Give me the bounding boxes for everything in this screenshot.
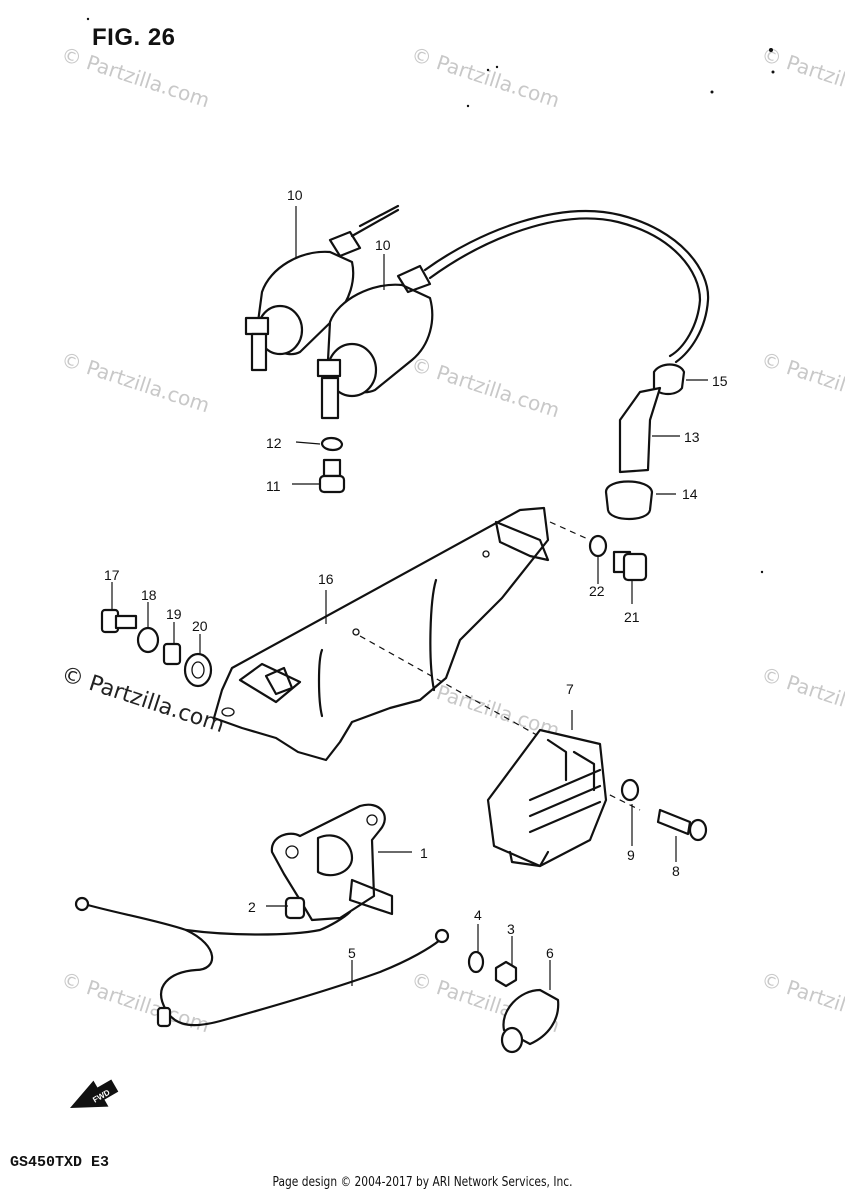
- callout-21: 21: [624, 609, 640, 625]
- watermark: © Partzilla.com: [58, 967, 212, 1038]
- mount-line: [599, 789, 641, 811]
- watermark: © Partzilla.com: [408, 352, 562, 423]
- callout-20: 20: [192, 618, 208, 634]
- starter-relay: [270, 803, 394, 922]
- watermark: © Partzilla.com: [408, 42, 562, 113]
- callout-13: 13: [684, 429, 700, 445]
- callout-22: 22: [589, 583, 605, 599]
- callout-12: 12: [266, 435, 282, 451]
- model-code: GS450TXD E3: [10, 1154, 110, 1171]
- callout-8: 8: [672, 863, 680, 879]
- watermark: © Partzilla.com: [758, 347, 845, 418]
- relay-bolt: [284, 896, 306, 920]
- callout-1: 1: [420, 845, 428, 861]
- callout-2: 2: [248, 899, 256, 915]
- callout-5: 5: [348, 945, 356, 961]
- regulator-rectifier: [486, 728, 608, 868]
- bracket-mount-hardware: [100, 608, 213, 688]
- callout-7: 7: [566, 681, 574, 697]
- callout-11: 11: [266, 478, 281, 494]
- callout-15: 15: [712, 373, 728, 389]
- bracket: [212, 506, 550, 762]
- callout-17: 17: [104, 567, 120, 583]
- callout-9: 9: [627, 847, 635, 863]
- spark-plug-cap: [604, 363, 686, 521]
- callout-19: 19: [166, 606, 182, 622]
- watermark: © Partzilla.com: [758, 42, 845, 113]
- watermark: © Partzilla.com: [58, 42, 212, 113]
- callout-10-front: 10: [375, 237, 391, 253]
- callout-3: 3: [507, 921, 515, 937]
- callout-labels: 10 10 15 13 14 12 11 16 17 18 19 20 22 2…: [104, 187, 728, 961]
- callout-10-rear: 10: [287, 187, 303, 203]
- battery-cable: [74, 896, 450, 1028]
- footer-copyright: Page design © 2004-2017 by ARI Network S…: [272, 1175, 573, 1190]
- terminal-hardware: [467, 950, 560, 1054]
- watermark: © Partzilla.com: [758, 662, 845, 733]
- watermark: © Partzilla.com: [758, 967, 845, 1038]
- watermarks: © Partzilla.com © Partzilla.com © Partzi…: [58, 42, 845, 1038]
- regulator-fasteners: [620, 778, 708, 842]
- watermark: © Partzilla.com: [58, 347, 212, 418]
- figure-title: FIG. 26: [92, 24, 176, 51]
- ignition-coil-front: [316, 210, 710, 420]
- callout-4: 4: [474, 907, 482, 923]
- leader-lines: [111, 206, 708, 990]
- callout-16: 16: [318, 571, 334, 587]
- forward-arrow: FWD: [70, 1079, 119, 1108]
- coil-fasteners: [318, 436, 346, 494]
- callout-18: 18: [141, 587, 157, 603]
- callout-6: 6: [546, 945, 554, 961]
- mount-line: [359, 635, 561, 749]
- ignition-coil-rear: [244, 204, 400, 372]
- scan-specks: [86, 17, 775, 574]
- callout-14: 14: [682, 486, 698, 502]
